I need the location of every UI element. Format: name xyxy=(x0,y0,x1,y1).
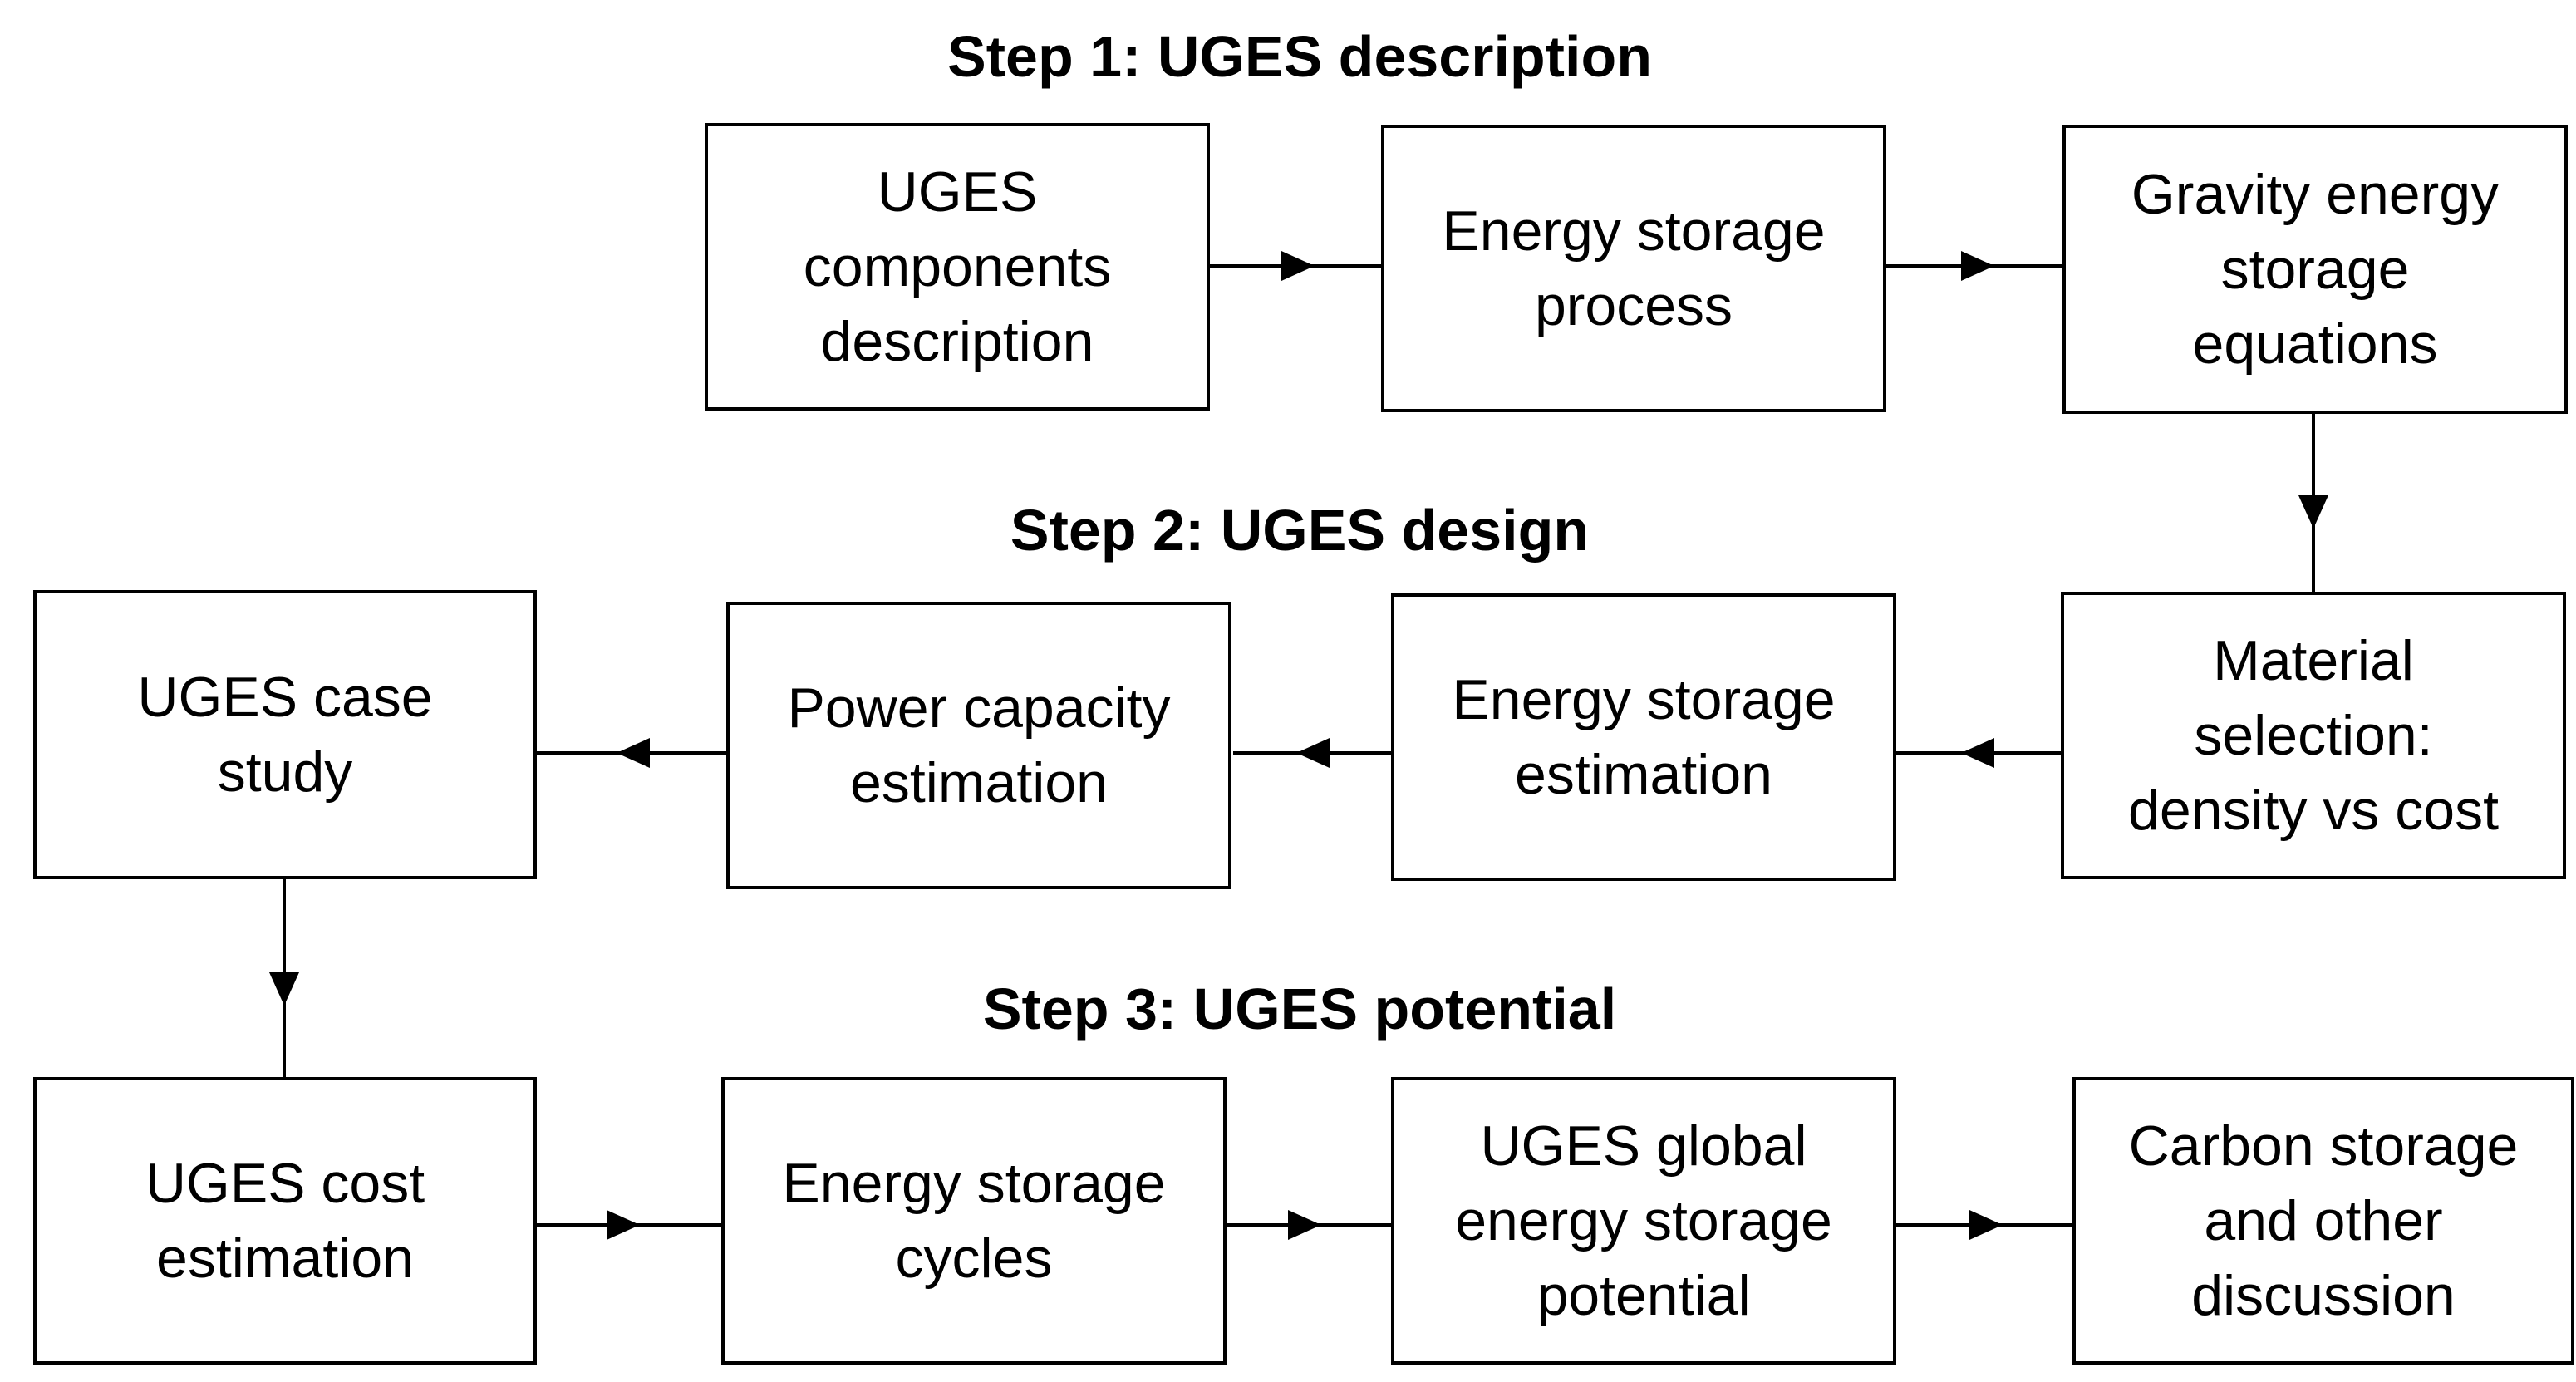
arrowhead-right-icon xyxy=(1281,251,1315,281)
box-uges-case-study: UGES case study xyxy=(33,590,537,879)
arrowhead-right-icon xyxy=(1288,1210,1321,1240)
box-carbon-storage-discussion: Carbon storage and other discussion xyxy=(2072,1077,2574,1365)
arrowhead-right-icon xyxy=(607,1210,640,1240)
box-uges-components-description: UGES components description xyxy=(705,123,1210,411)
arrowhead-right-icon xyxy=(1961,251,1994,281)
box-uges-global-potential: UGES global energy storage potential xyxy=(1391,1077,1896,1365)
box-label: Power capacity estimation xyxy=(787,676,1171,814)
box-energy-storage-estimation: Energy storage estimation xyxy=(1391,593,1896,881)
box-label: UGES cost estimation xyxy=(145,1152,425,1290)
box-energy-storage-cycles: Energy storage cycles xyxy=(721,1077,1227,1365)
arrowhead-left-icon xyxy=(617,738,650,768)
box-material-selection: Material selection: density vs cost xyxy=(2061,592,2566,879)
box-energy-storage-process: Energy storage process xyxy=(1381,125,1886,412)
box-label: UGES global energy storage potential xyxy=(1455,1114,1832,1327)
arrowhead-down-icon xyxy=(2298,495,2328,529)
box-label: Energy storage process xyxy=(1442,199,1826,337)
box-label: Energy storage estimation xyxy=(1452,668,1836,806)
arrowhead-left-icon xyxy=(1296,738,1330,768)
box-label: UGES case study xyxy=(137,666,433,804)
box-label: Material selection: density vs cost xyxy=(2128,629,2499,842)
arrowhead-left-icon xyxy=(1961,738,1994,768)
box-gravity-energy-storage-equations: Gravity energy storage equations xyxy=(2062,125,2568,414)
step-3-title: Step 3: UGES potential xyxy=(982,976,1617,1041)
step-2-title: Step 2: UGES design xyxy=(1010,498,1590,563)
box-label: UGES components description xyxy=(803,160,1112,373)
step-1-title: Step 1: UGES description xyxy=(947,24,1652,89)
box-power-capacity-estimation: Power capacity estimation xyxy=(726,602,1231,889)
box-uges-cost-estimation: UGES cost estimation xyxy=(33,1077,537,1365)
arrowhead-down-icon xyxy=(269,972,299,1006)
box-label: Gravity energy storage equations xyxy=(2131,163,2500,376)
box-label: Carbon storage and other discussion xyxy=(2128,1114,2519,1327)
arrowhead-right-icon xyxy=(1969,1210,2003,1240)
box-label: Energy storage cycles xyxy=(782,1152,1166,1290)
